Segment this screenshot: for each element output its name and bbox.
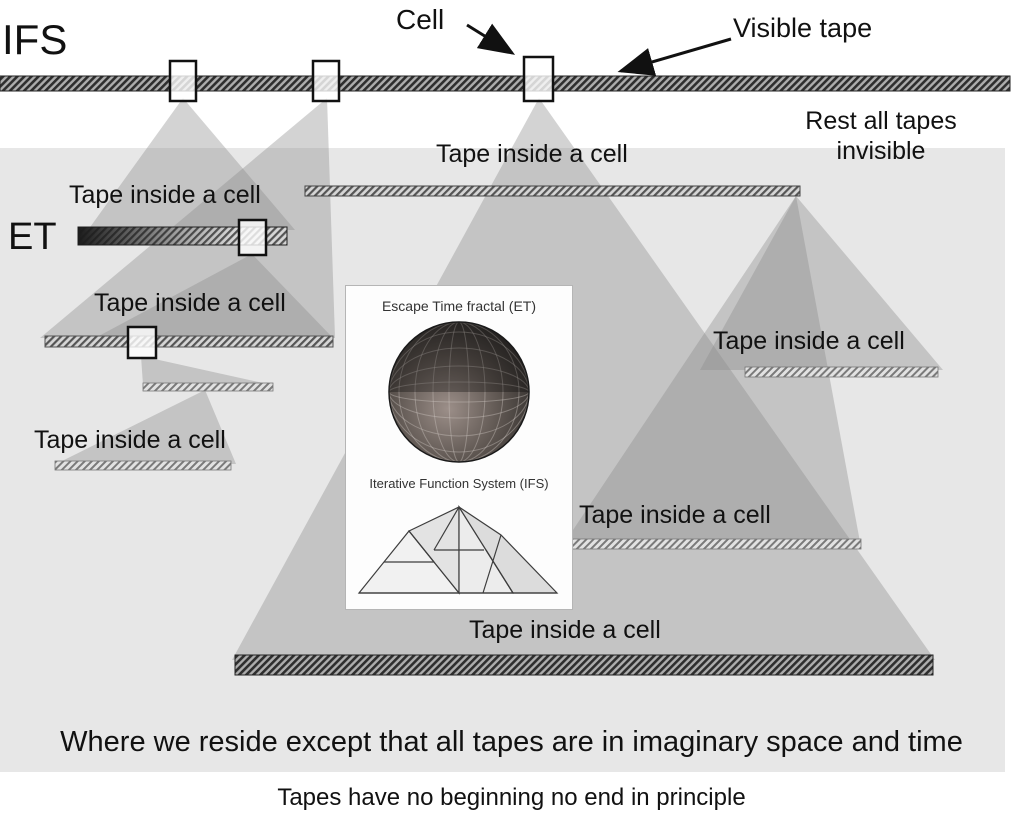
tape-5-bar xyxy=(54,460,232,471)
fractal-panel: Escape Time fractal (ET) xyxy=(345,285,573,610)
bottom-tape-bar xyxy=(234,654,934,676)
cell-box-tape3 xyxy=(126,325,158,360)
et-fractal-image xyxy=(388,321,530,463)
cell-arrow xyxy=(466,23,516,55)
ifs-fractal-image xyxy=(357,504,559,595)
tape-inside-label-6: Tape inside a cell xyxy=(579,501,771,529)
tape-inside-label-7: Tape inside a cell xyxy=(469,616,661,644)
et-label: ET xyxy=(8,216,57,258)
cell-box-2 xyxy=(311,59,341,103)
visible-tape-bar xyxy=(0,75,1011,92)
cone-tape4-to-tape5 xyxy=(56,390,236,464)
tape-7-bar xyxy=(564,538,862,550)
et-tape-gradient xyxy=(78,227,287,245)
cone-etcell-to-tape3 xyxy=(95,254,333,338)
footer-caption: Tapes have no beginning no end in princi… xyxy=(277,784,746,811)
tape-inside-label-2: Tape inside a cell xyxy=(69,181,261,209)
tape-inside-label-5: Tape inside a cell xyxy=(713,327,905,355)
tape-4-bar xyxy=(142,382,274,392)
cell-box-3 xyxy=(522,55,555,103)
cone-tape3cell-to-tape4 xyxy=(141,356,272,385)
cone-cell1-to-et-tape xyxy=(88,98,295,230)
cell-box-1 xyxy=(168,59,198,103)
tape-6-bar xyxy=(744,366,939,378)
rest-invisible-label: Rest all tapes invisible xyxy=(805,107,957,165)
tape-1-bar xyxy=(304,185,801,197)
cone-to-right-tape xyxy=(700,196,943,370)
visible-tape-label: Visible tape xyxy=(733,13,873,43)
cell-label: Cell xyxy=(396,4,445,35)
ifs-label: IFS xyxy=(2,16,68,63)
tape-3-bar xyxy=(44,335,334,348)
ifs-fractal-caption: Iterative Function System (IFS) xyxy=(369,476,549,491)
visible-tape-arrow xyxy=(617,37,732,76)
cone-to-midright-tape xyxy=(565,196,860,542)
tape-inside-label-4: Tape inside a cell xyxy=(34,426,226,454)
tape-inside-label-3: Tape inside a cell xyxy=(94,289,286,317)
main-caption: Where we reside except that all tapes ar… xyxy=(60,726,963,758)
cone-cell2-to-tape3 xyxy=(40,98,335,338)
cell-box-et xyxy=(237,218,268,257)
tape-inside-label-1: Tape inside a cell xyxy=(436,140,628,168)
et-fractal-caption: Escape Time fractal (ET) xyxy=(381,298,537,314)
